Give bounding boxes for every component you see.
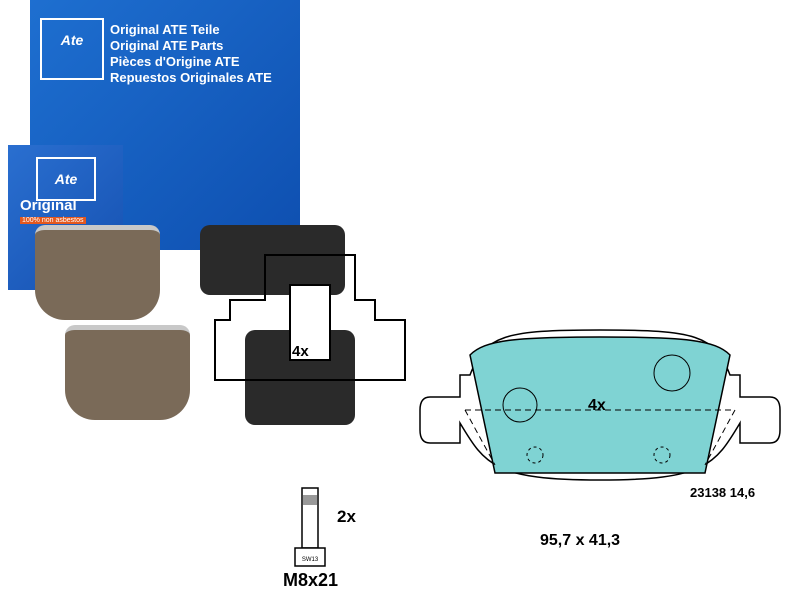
- box-line: Repuestos Originales ATE: [110, 70, 272, 85]
- bolt-quantity: 2x: [337, 507, 356, 526]
- logo-text: Ate: [60, 32, 84, 48]
- box-line: Original ATE Teile: [110, 22, 220, 37]
- clip-diagram: [214, 254, 406, 381]
- original-label: Original: [20, 197, 77, 214]
- bolt-size: M8x21: [283, 570, 339, 590]
- part-number: 23138 14,6: [690, 485, 756, 500]
- clip-quantity: 4x: [292, 343, 309, 360]
- pad-quantity: 4x: [588, 397, 606, 414]
- pad-diagram: [419, 329, 781, 481]
- box-line: Pièces d'Origine ATE: [110, 54, 240, 69]
- asbestos-badge: 100% non asbestos: [20, 217, 86, 224]
- brake-pad: [65, 325, 190, 420]
- logo-text: Ate: [54, 171, 78, 187]
- brake-pad-back: [200, 225, 345, 295]
- ate-logo: Ate: [40, 18, 104, 80]
- bolt-icon: SW13: [294, 487, 326, 567]
- pad-dimensions: 95,7 x 41,3: [540, 532, 621, 549]
- ate-logo: Ate: [36, 157, 96, 201]
- brake-pad: [35, 225, 160, 320]
- box-text: Original ATE Teile Original ATE Parts Pi…: [110, 22, 272, 86]
- wrench-size: SW13: [302, 557, 319, 563]
- box-line: Original ATE Parts: [110, 38, 224, 53]
